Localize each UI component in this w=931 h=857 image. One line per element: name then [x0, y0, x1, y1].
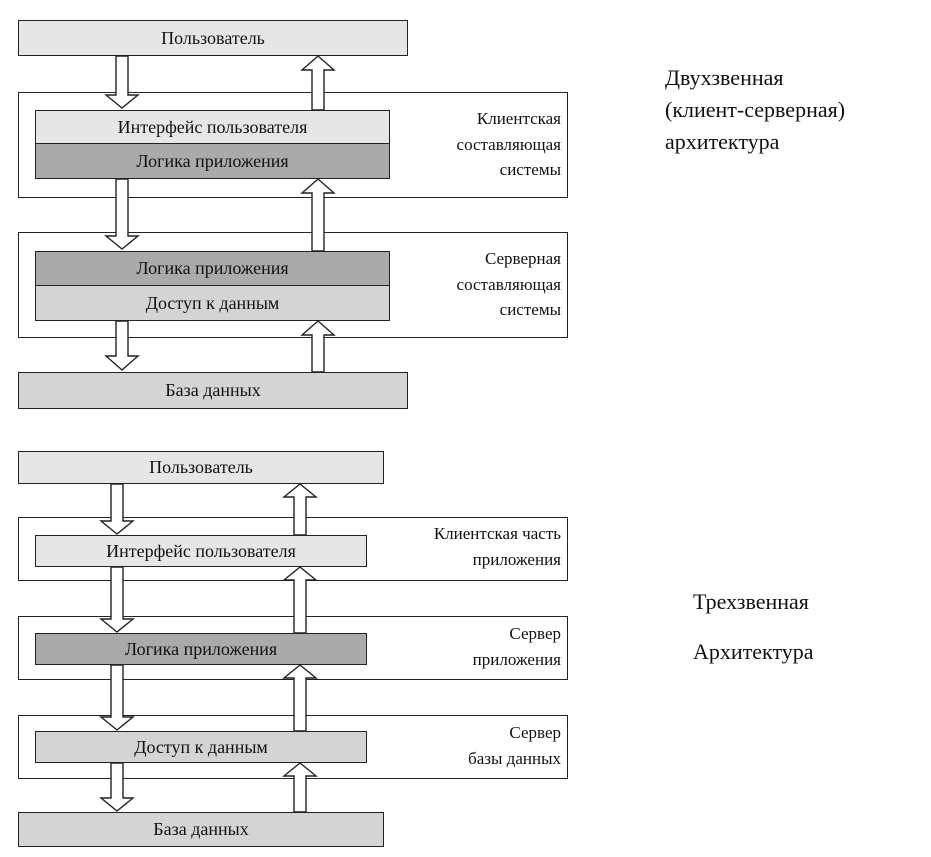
three-tier-db-label: Сервер базы данных — [468, 723, 561, 768]
two-tier-database-box: База данных — [18, 372, 408, 409]
two-tier-client-label: Клиентская составляющая системы — [456, 109, 561, 179]
two-tier-ui-box: Интерфейс пользователя — [35, 110, 390, 144]
three-tier-logic-box: Логика приложения — [35, 633, 367, 665]
three-tier-data-access-box: Доступ к данным — [35, 731, 367, 763]
two-tier-server-label: Серверная составляющая системы — [456, 249, 561, 319]
three-tier-user-box: Пользователь — [18, 451, 384, 484]
two-tier-caption: Двухзвенная (клиент-серверная) архитекту… — [665, 65, 846, 154]
three-tier-app-label: Сервер приложения — [472, 624, 561, 669]
three-tier-ui-box: Интерфейс пользователя — [35, 535, 367, 567]
two-tier-data-access-box: Доступ к данным — [35, 285, 390, 321]
two-tier-client-logic-box: Логика приложения — [35, 143, 390, 179]
three-tier-caption: Трехзвенная Архитектура — [693, 589, 814, 664]
three-tier-client-label: Клиентская часть приложения — [433, 524, 561, 569]
two-tier-server-logic-box: Логика приложения — [35, 251, 390, 286]
three-tier-database-box: База данных — [18, 812, 384, 847]
two-tier-user-box: Пользователь — [18, 20, 408, 56]
